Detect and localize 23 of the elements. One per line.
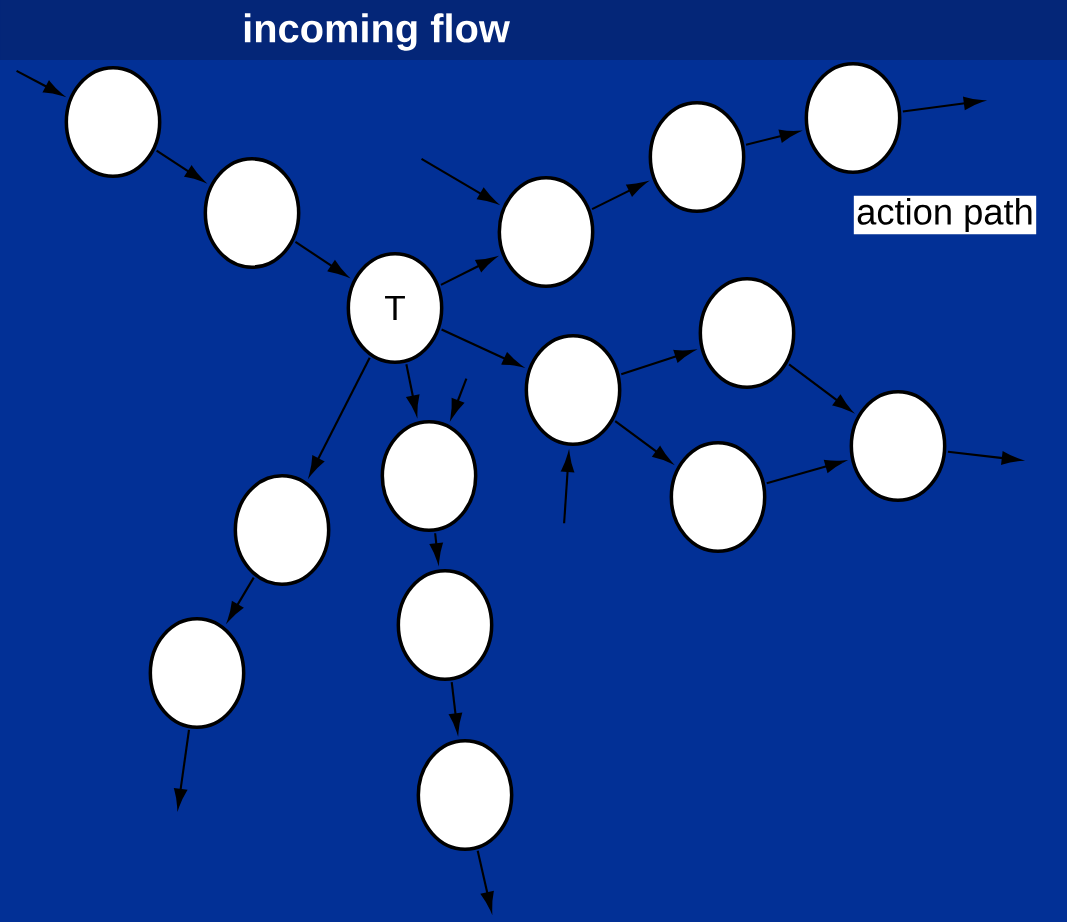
node-circle	[648, 101, 746, 213]
arrow	[309, 357, 371, 476]
node-circle	[849, 390, 947, 502]
path-label: action path	[853, 195, 1037, 235]
title: incoming flow	[244, 13, 510, 51]
arrow	[766, 460, 845, 485]
node-circle	[203, 157, 301, 269]
node-circle	[497, 176, 595, 288]
node-circle	[396, 569, 494, 681]
node-circle	[380, 420, 478, 532]
arrow	[591, 181, 647, 211]
node-circle	[148, 617, 246, 729]
node-circle	[416, 739, 514, 851]
node-circle	[524, 334, 622, 446]
arrow	[450, 378, 468, 419]
arrow	[294, 240, 348, 277]
node-circle	[698, 277, 796, 389]
arrow	[440, 257, 496, 286]
node-circle	[64, 66, 162, 178]
node-circle	[669, 441, 767, 553]
node-circle	[804, 62, 902, 174]
node-circle	[233, 474, 331, 586]
arrow	[614, 420, 672, 463]
